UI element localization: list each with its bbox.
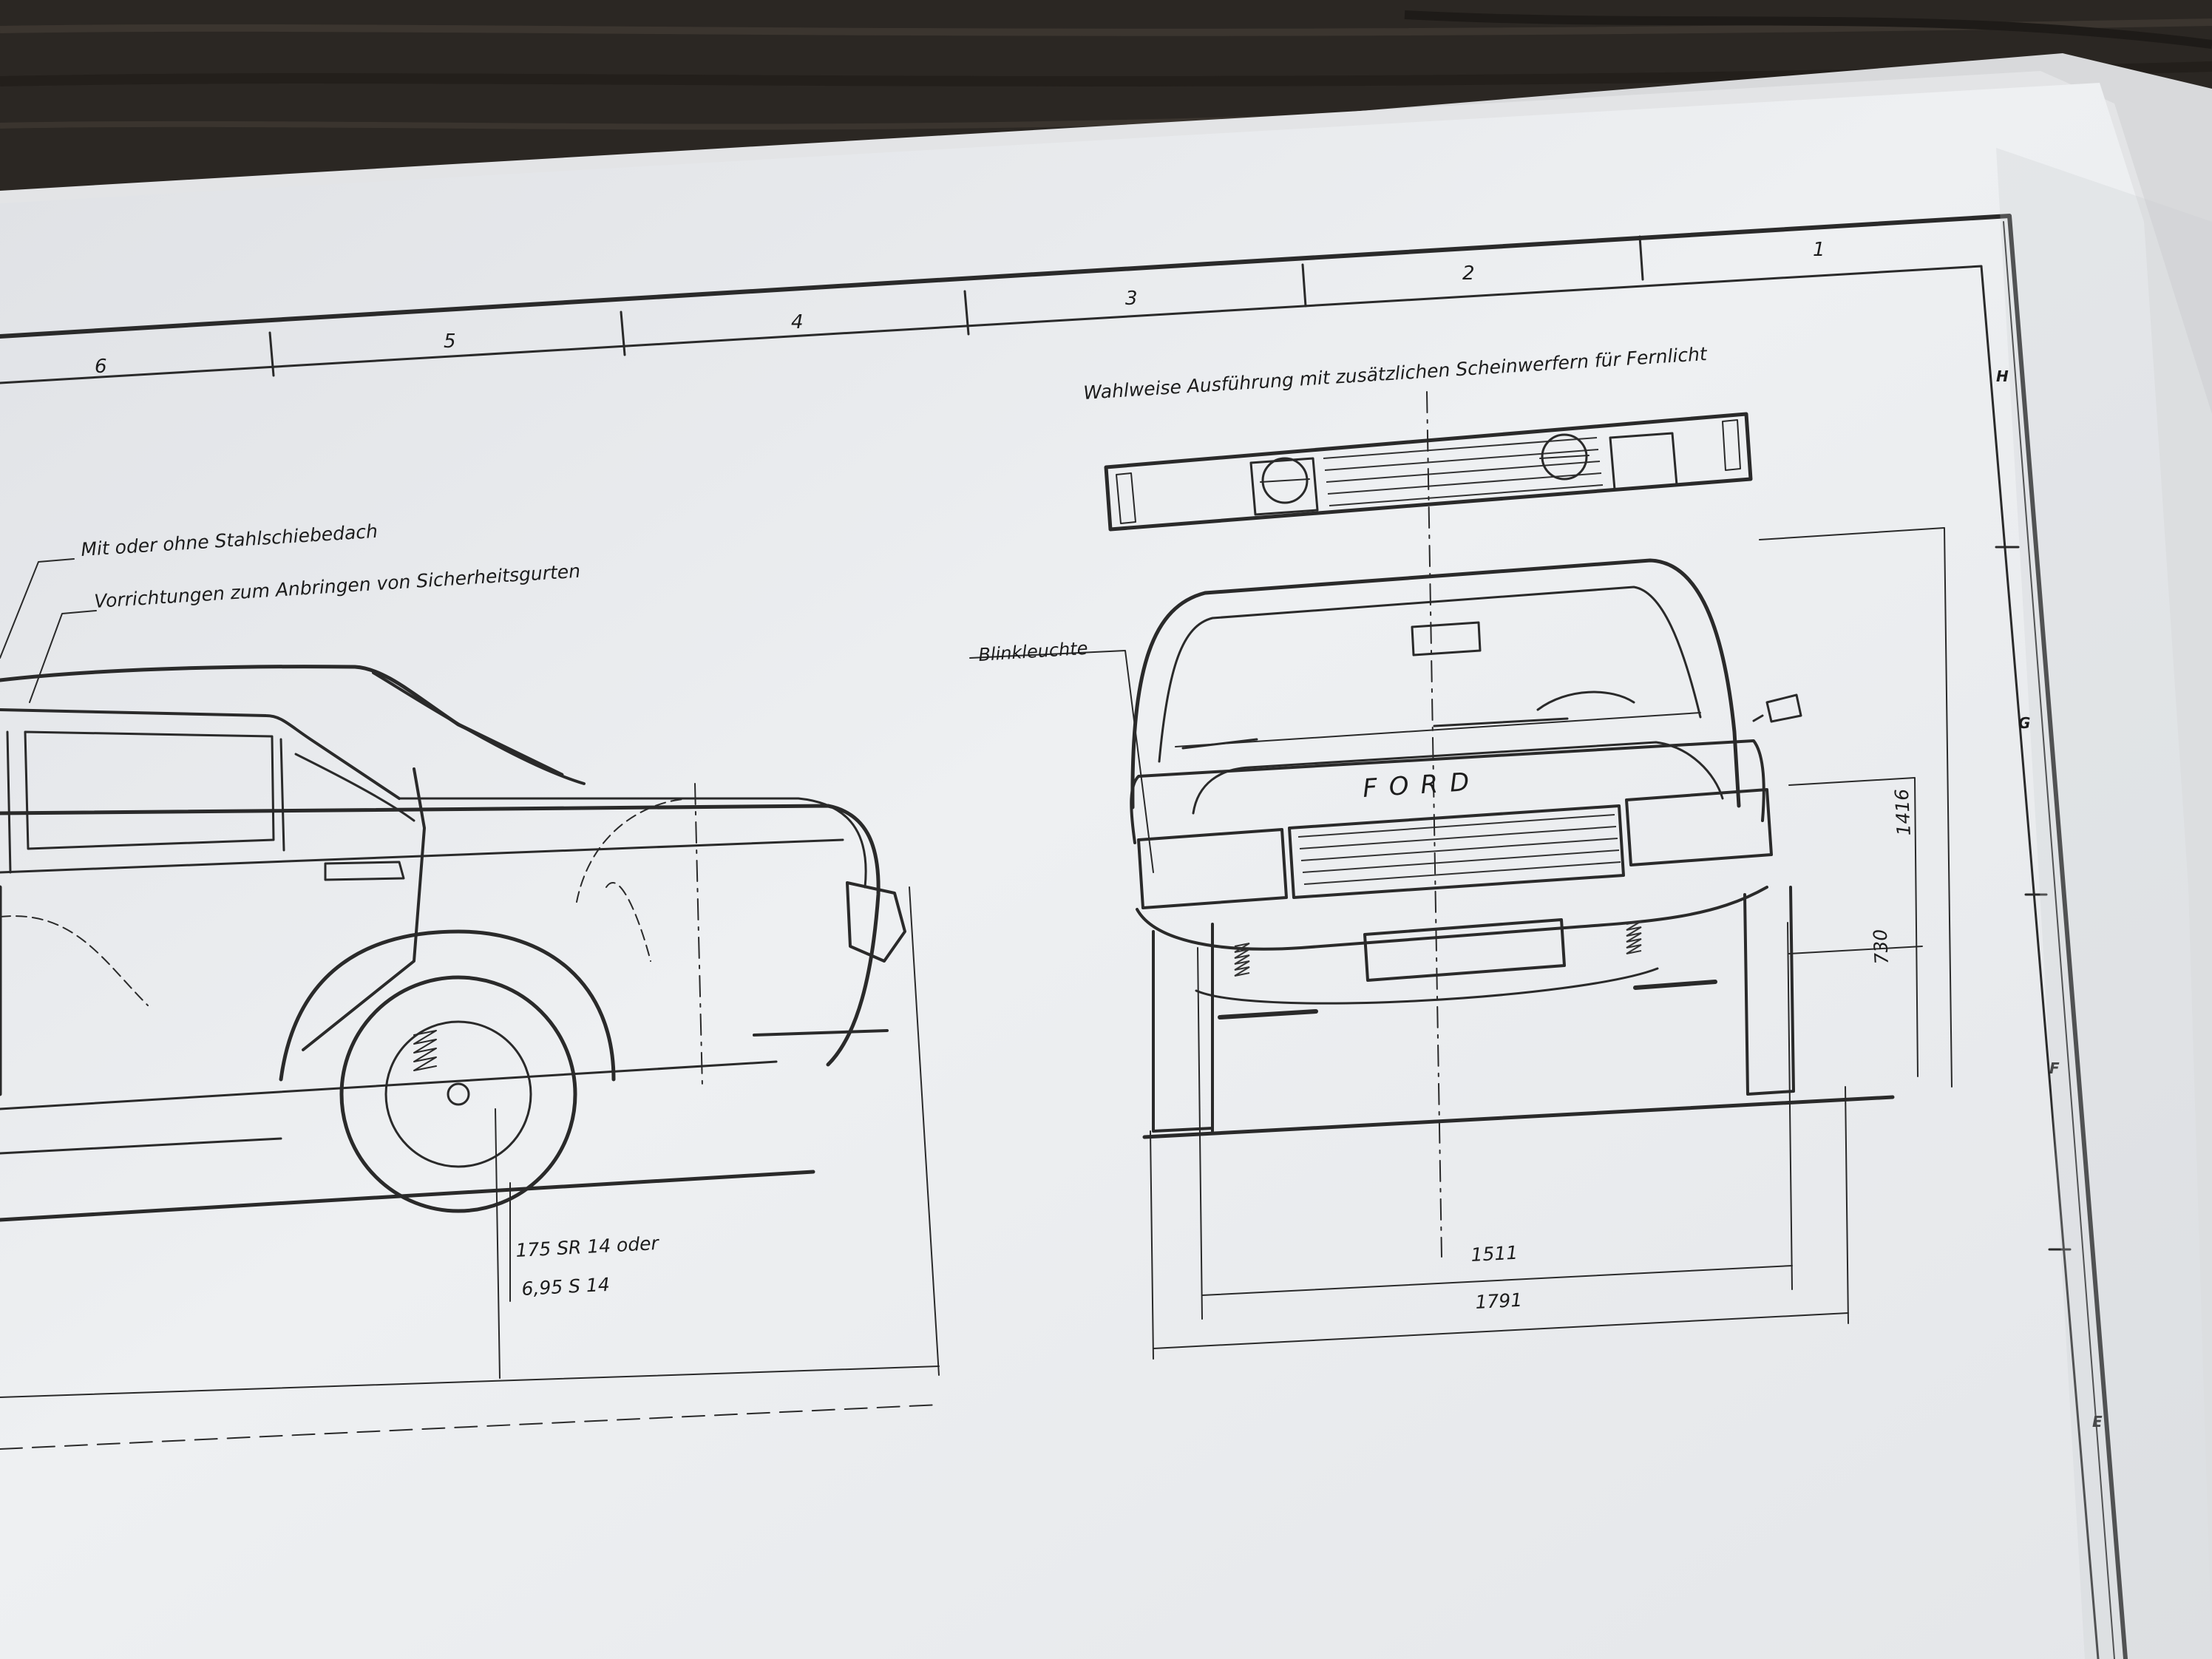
front-view-drawing bbox=[1130, 558, 1895, 1139]
optional-headlight-grille bbox=[1104, 412, 1753, 532]
zone-label-3: 3 bbox=[1125, 288, 1138, 310]
tyre-size-line-2: 6,95 S 14 bbox=[521, 1274, 611, 1300]
leader-lines bbox=[0, 558, 1154, 873]
dimension-track: 1511 bbox=[1470, 1242, 1519, 1266]
side-dimensions bbox=[0, 886, 940, 1450]
zone-label-4: 4 bbox=[791, 311, 804, 333]
zone-label-2: 2 bbox=[1462, 262, 1475, 285]
zone-labels: 6 5 4 3 2 1 H G F E bbox=[95, 239, 2103, 1431]
zone-label-1: 1 bbox=[1813, 239, 1825, 261]
row-marker-h: H bbox=[1996, 367, 2009, 385]
zone-label-6: 6 bbox=[95, 356, 107, 378]
front-dimensions bbox=[1150, 527, 1953, 1360]
paper-sheets bbox=[0, 53, 2212, 1659]
zone-label-5: 5 bbox=[444, 330, 456, 353]
drawing-frame bbox=[0, 214, 2128, 1659]
side-view-drawing bbox=[0, 665, 906, 1222]
dimension-width: 1791 bbox=[1475, 1289, 1523, 1313]
dimension-bumper-height: 730 bbox=[1870, 929, 1893, 965]
dimension-height: 1416 bbox=[1891, 788, 1915, 836]
row-marker-f: F bbox=[2049, 1059, 2060, 1077]
row-marker-g: G bbox=[2018, 714, 2030, 732]
row-marker-e: E bbox=[2092, 1413, 2103, 1431]
